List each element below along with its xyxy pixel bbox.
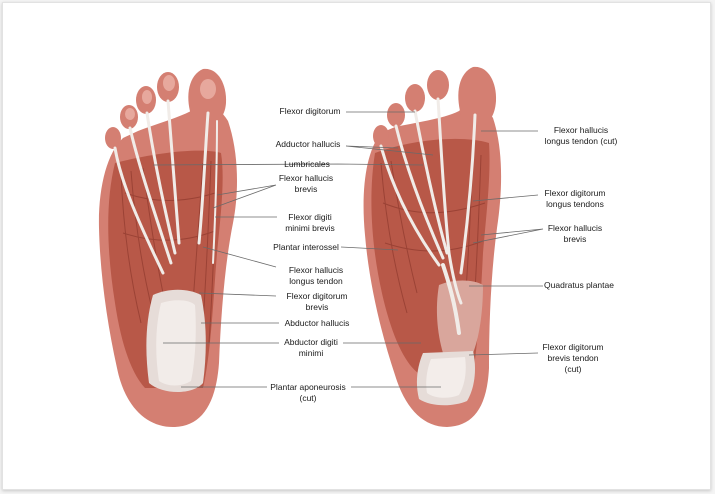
right-foot xyxy=(363,66,502,427)
label-plantar-interossei: Plantar interossel xyxy=(273,242,339,252)
right-toe-4 xyxy=(387,103,405,127)
figure-frame: Flexor digitorum Adductor hallucis Lumbr… xyxy=(2,2,711,490)
label-flexor-hallucis-longus-tendon: Flexor hallucis longus tendon xyxy=(288,265,344,286)
right-tendons xyxy=(379,97,477,335)
label-flexor-digitorum-brevis: Flexor digitorum brevis xyxy=(286,291,348,312)
label-flexor-digiti-minimi-brevis: Flexor digiti minimi brevis xyxy=(285,212,335,233)
label-lumbricales: Lumbricales xyxy=(284,159,330,169)
left-toe-pads xyxy=(125,75,216,120)
label-flexor-hallucis-longus-tendon-cut: Flexor hallucis longus tendon (cut) xyxy=(544,125,618,146)
label-flexor-digitorum-longus-tendons: Flexor digitorum longus tendons xyxy=(544,188,606,209)
right-big-toe xyxy=(458,66,497,127)
label-flexor-hallucis-brevis-right: Flexor hallucis brevis xyxy=(547,223,603,244)
right-toe-3 xyxy=(405,84,425,112)
label-flexor-digitorum: Flexor digitorum xyxy=(279,106,341,116)
leader-lines xyxy=(152,111,544,388)
right-toe-5 xyxy=(373,125,389,147)
left-foot xyxy=(98,68,238,428)
label-abductor-digiti-minimi: Abductor digiti minimi xyxy=(284,337,338,358)
foot-anatomy-diagram xyxy=(98,66,544,428)
left-muscle-fibers xyxy=(120,160,218,344)
right-toes xyxy=(373,66,497,147)
right-quadratus-plantae xyxy=(436,280,483,353)
label-quadratus-plantae: Quadratus plantae xyxy=(544,280,614,290)
label-flexor-digitorum-brevis-tendon-cut: Flexor digitorum brevis tendon (cut) xyxy=(542,342,604,374)
label-plantar-aponeurosis: Plantar aponeurosis (cut) xyxy=(270,382,346,403)
label-abductor-hallucis: Abductor hallucis xyxy=(284,318,350,328)
right-toe-2 xyxy=(427,70,449,100)
left-toe-5 xyxy=(105,127,121,149)
label-flexor-hallucis-brevis: Flexor hallucis brevis xyxy=(278,173,334,194)
label-adductor-hallucis: Adductor hallucis xyxy=(275,139,341,149)
left-tendons xyxy=(113,99,218,275)
